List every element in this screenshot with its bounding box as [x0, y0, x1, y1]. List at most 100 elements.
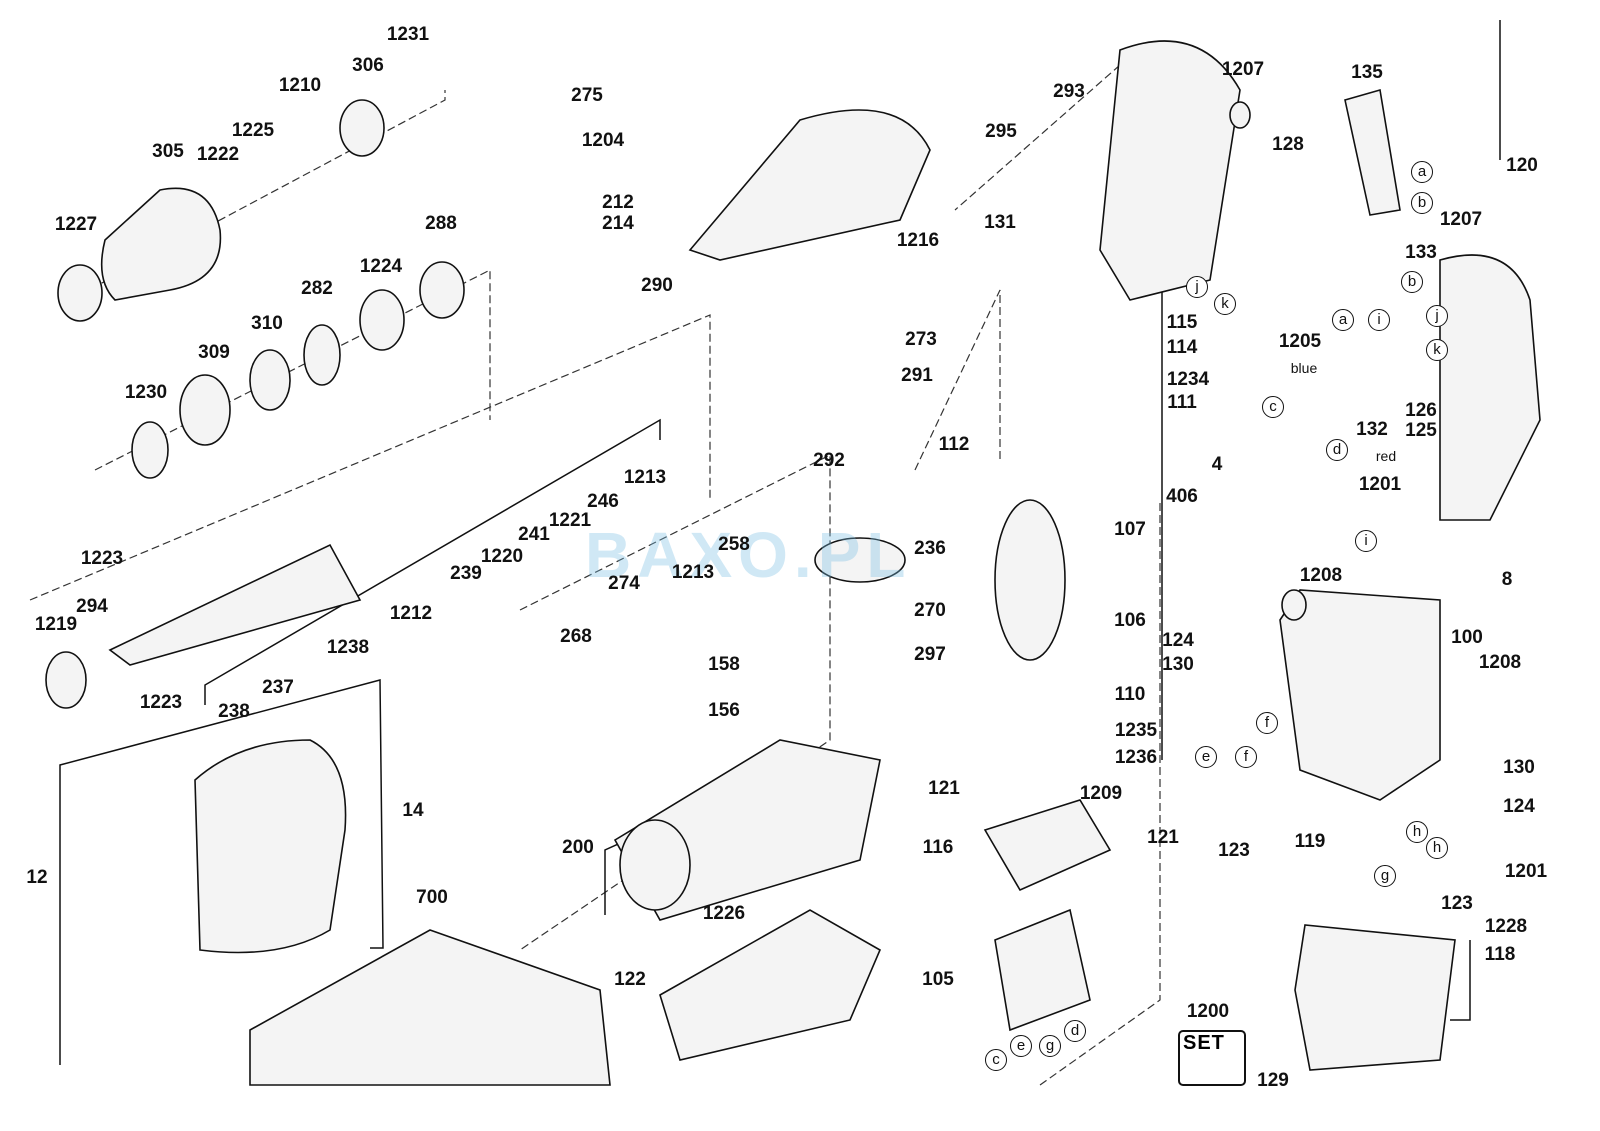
part-120-rear — [1439, 254, 1541, 521]
part-number-label: 100 — [1451, 627, 1483, 648]
connector-letter: g — [1039, 1035, 1061, 1057]
part-number-label: 126 — [1405, 400, 1437, 421]
part-number-label: 305 — [152, 141, 184, 162]
wire-label-blue: blue — [1290, 360, 1318, 376]
group-outline-housing — [1039, 500, 1161, 1086]
wire-label-red: red — [1375, 448, 1397, 464]
part-309 — [179, 374, 231, 446]
bracket-14 — [59, 679, 384, 1065]
part-number-label: 1209 — [1079, 783, 1123, 804]
watermark: BAXO.PL — [585, 519, 912, 591]
part-107 — [994, 499, 1066, 661]
part-number-label: 246 — [587, 491, 619, 512]
group-outline-spindle — [29, 314, 711, 601]
part-number-label: 110 — [1114, 684, 1146, 705]
part-282 — [303, 324, 341, 386]
part-number-label: 273 — [905, 329, 937, 350]
part-number-label: 1224 — [359, 256, 403, 277]
part-number-label: 1235 — [1114, 720, 1158, 741]
part-number-label: 118 — [1484, 944, 1516, 965]
part-number-label: 1212 — [389, 603, 433, 624]
part-number-label: 112 — [938, 434, 970, 455]
part-number-label: 135 — [1351, 62, 1383, 83]
part-number-label: 258 — [718, 534, 750, 555]
part-number-label: 1208 — [1299, 565, 1343, 586]
part-number-label: 124 — [1162, 630, 1194, 651]
part-288 — [419, 261, 465, 319]
part-number-label: 1238 — [326, 637, 370, 658]
part-number-label: 119 — [1294, 831, 1326, 852]
connector-letter: e — [1195, 746, 1217, 768]
part-118 — [1294, 924, 1456, 1071]
part-number-label: 270 — [914, 600, 946, 621]
part-number-label: 406 — [1166, 486, 1198, 507]
part-number-label: 236 — [914, 538, 946, 559]
bracket-237 — [204, 418, 661, 705]
part-number-label: 121 — [1147, 827, 1179, 848]
connector-letter: i — [1355, 530, 1377, 552]
group-outline-front — [69, 90, 446, 301]
part-number-label: 4 — [1211, 454, 1223, 475]
part-1227 — [57, 264, 103, 322]
part-number-label: 115 — [1166, 312, 1198, 333]
part-212 — [688, 109, 931, 261]
part-238 — [108, 543, 362, 666]
part-number-label: 1227 — [54, 214, 98, 235]
part-number-label: 1207 — [1221, 59, 1265, 80]
connector-letter: e — [1010, 1035, 1032, 1057]
group-outline-motor — [914, 289, 1001, 471]
part-100 — [1279, 589, 1441, 801]
connector-letter: f — [1235, 746, 1257, 768]
part-number-label: 295 — [985, 121, 1017, 142]
part-number-label: 128 — [1272, 134, 1304, 155]
part-number-label: 130 — [1162, 654, 1194, 675]
part-number-label: 1225 — [231, 120, 275, 141]
part-number-label: 107 — [1114, 519, 1146, 540]
connector-letter: a — [1411, 161, 1433, 183]
part-number-label: 105 — [922, 969, 954, 990]
part-number-label: 275 — [571, 85, 603, 106]
part-number-label: 1228 — [1484, 916, 1528, 937]
part-number-label: 1236 — [1114, 747, 1158, 768]
connector-letter: d — [1064, 1020, 1086, 1042]
part-number-label: 1200 — [1186, 1001, 1230, 1022]
part-number-label: 268 — [560, 626, 592, 647]
connector-letter: k — [1426, 339, 1448, 361]
part-number-label: 1213 — [623, 467, 667, 488]
part-236 — [814, 537, 906, 583]
part-number-label: 288 — [425, 213, 457, 234]
part-number-label: 1234 — [1166, 369, 1210, 390]
part-number-label: 12 — [26, 867, 48, 888]
part-1208 — [1281, 589, 1307, 621]
part-number-label: 1221 — [548, 510, 592, 531]
part-number-label: 122 — [614, 969, 646, 990]
part-122 — [659, 909, 882, 1061]
part-number-label: 8 — [1501, 569, 1513, 590]
connector-letter: h — [1426, 837, 1448, 859]
part-number-label: 1201 — [1504, 861, 1548, 882]
part-number-label: 291 — [901, 365, 933, 386]
part-number-label: 106 — [1114, 610, 1146, 631]
set-badge-text: SET — [1183, 1032, 1225, 1054]
part-number-label: 290 — [641, 275, 673, 296]
part-number-label: 133 — [1405, 242, 1437, 263]
part-number-label: 241 — [518, 524, 550, 545]
part-number-label: 1216 — [896, 230, 940, 251]
part-number-label: 306 — [352, 55, 384, 76]
part-number-label: 132 — [1356, 419, 1388, 440]
part-number-label: 1231 — [386, 24, 430, 45]
connector-letter: j — [1426, 305, 1448, 327]
part-number-label: 120 — [1506, 155, 1538, 176]
part-number-label: 1213 — [671, 562, 715, 583]
part-number-label: 1204 — [581, 130, 625, 151]
part-number-label: 238 — [218, 701, 250, 722]
part-1219 — [45, 651, 87, 709]
part-number-label: 116 — [922, 837, 954, 858]
part-number-label: 123 — [1441, 893, 1473, 914]
connector-letter: c — [985, 1049, 1007, 1071]
connector-letter: b — [1411, 192, 1433, 214]
part-14 — [194, 739, 347, 954]
part-1230 — [131, 421, 169, 479]
